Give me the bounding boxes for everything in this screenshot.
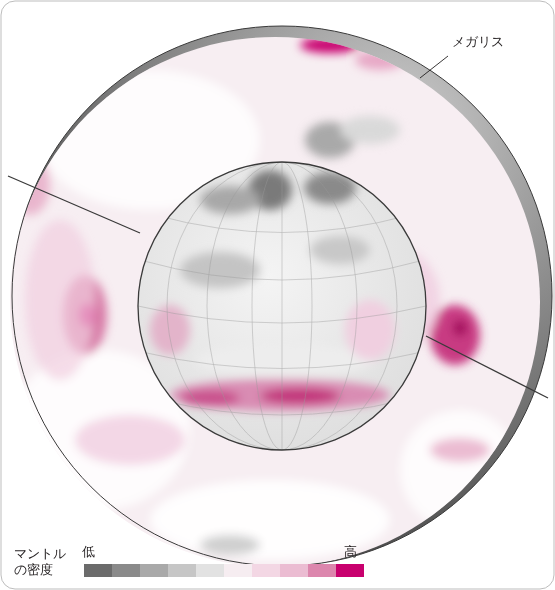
legend-end-label: 低	[82, 544, 95, 560]
callout-label: メガリス	[452, 34, 504, 50]
legend-title: マントル の密度	[14, 546, 72, 579]
legend-swatch	[336, 564, 364, 577]
legend-end-label: 高	[344, 544, 357, 560]
legend-swatch	[84, 564, 112, 577]
